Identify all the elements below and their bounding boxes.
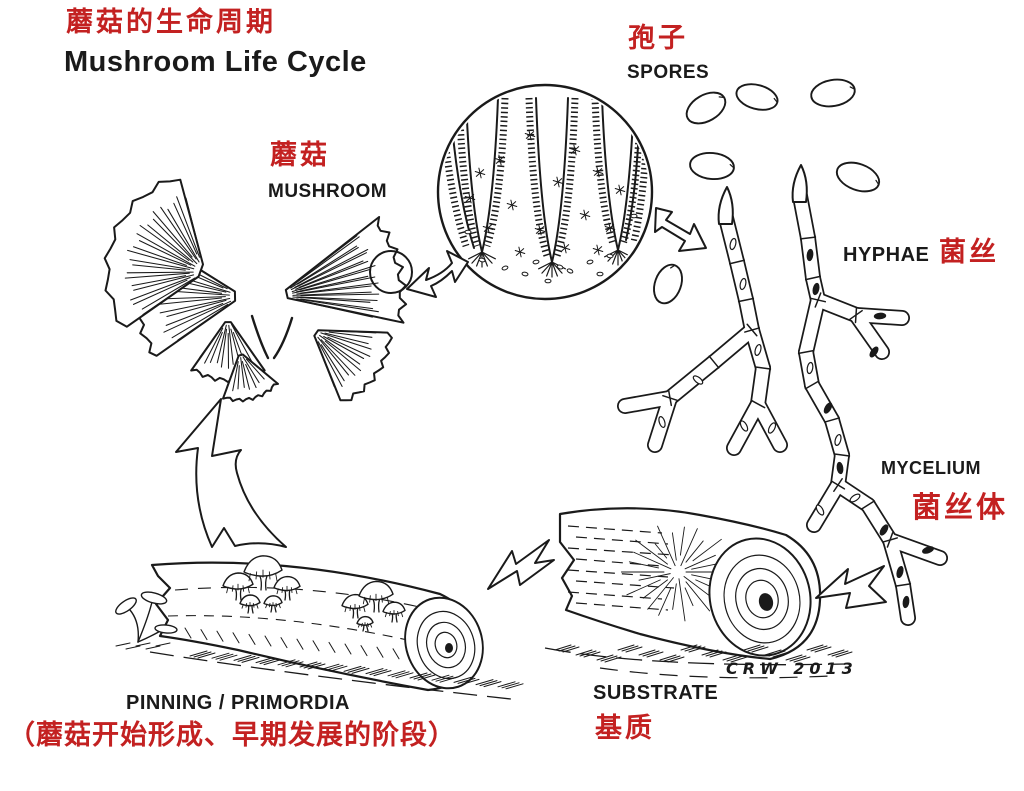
label-hyphae-zh: 菌丝 bbox=[939, 237, 999, 268]
spore-ovals-illustration bbox=[653, 78, 881, 305]
label-hyphae-en: HYPHAE bbox=[843, 244, 930, 266]
label-pinning-en: PINNING / PRIMORDIA bbox=[126, 692, 350, 714]
label-substrate-zh: 基质 bbox=[595, 713, 655, 744]
hyphae-mycelium-illustration bbox=[617, 164, 948, 626]
mushroom-cluster-illustration bbox=[103, 178, 413, 403]
label-mushroom-zh: 蘑菇 bbox=[270, 140, 330, 171]
title-zh: 蘑菇的生命周期 bbox=[66, 7, 276, 38]
pinning-log-illustration bbox=[115, 555, 524, 701]
label-mycelium-en: MYCELIUM bbox=[881, 458, 981, 478]
label-spores-en: SPORES bbox=[627, 62, 710, 83]
label-pinning-zh-note: （蘑菇开始形成、早期发展的阶段） bbox=[8, 720, 456, 751]
title-en: Mushroom Life Cycle bbox=[64, 46, 367, 78]
gill-spore-magnified-circle bbox=[436, 83, 654, 301]
cycle-arrows bbox=[175, 207, 887, 609]
substrate-log-illustration bbox=[544, 507, 853, 679]
label-spores-zh: 孢子 bbox=[628, 23, 688, 54]
artist-signature: CRW 2013 bbox=[726, 659, 858, 678]
label-mushroom-en: MUSHROOM bbox=[268, 181, 388, 202]
label-mycelium-zh: 菌丝体 bbox=[912, 490, 1009, 524]
label-substrate-en: SUBSTRATE bbox=[593, 682, 719, 704]
